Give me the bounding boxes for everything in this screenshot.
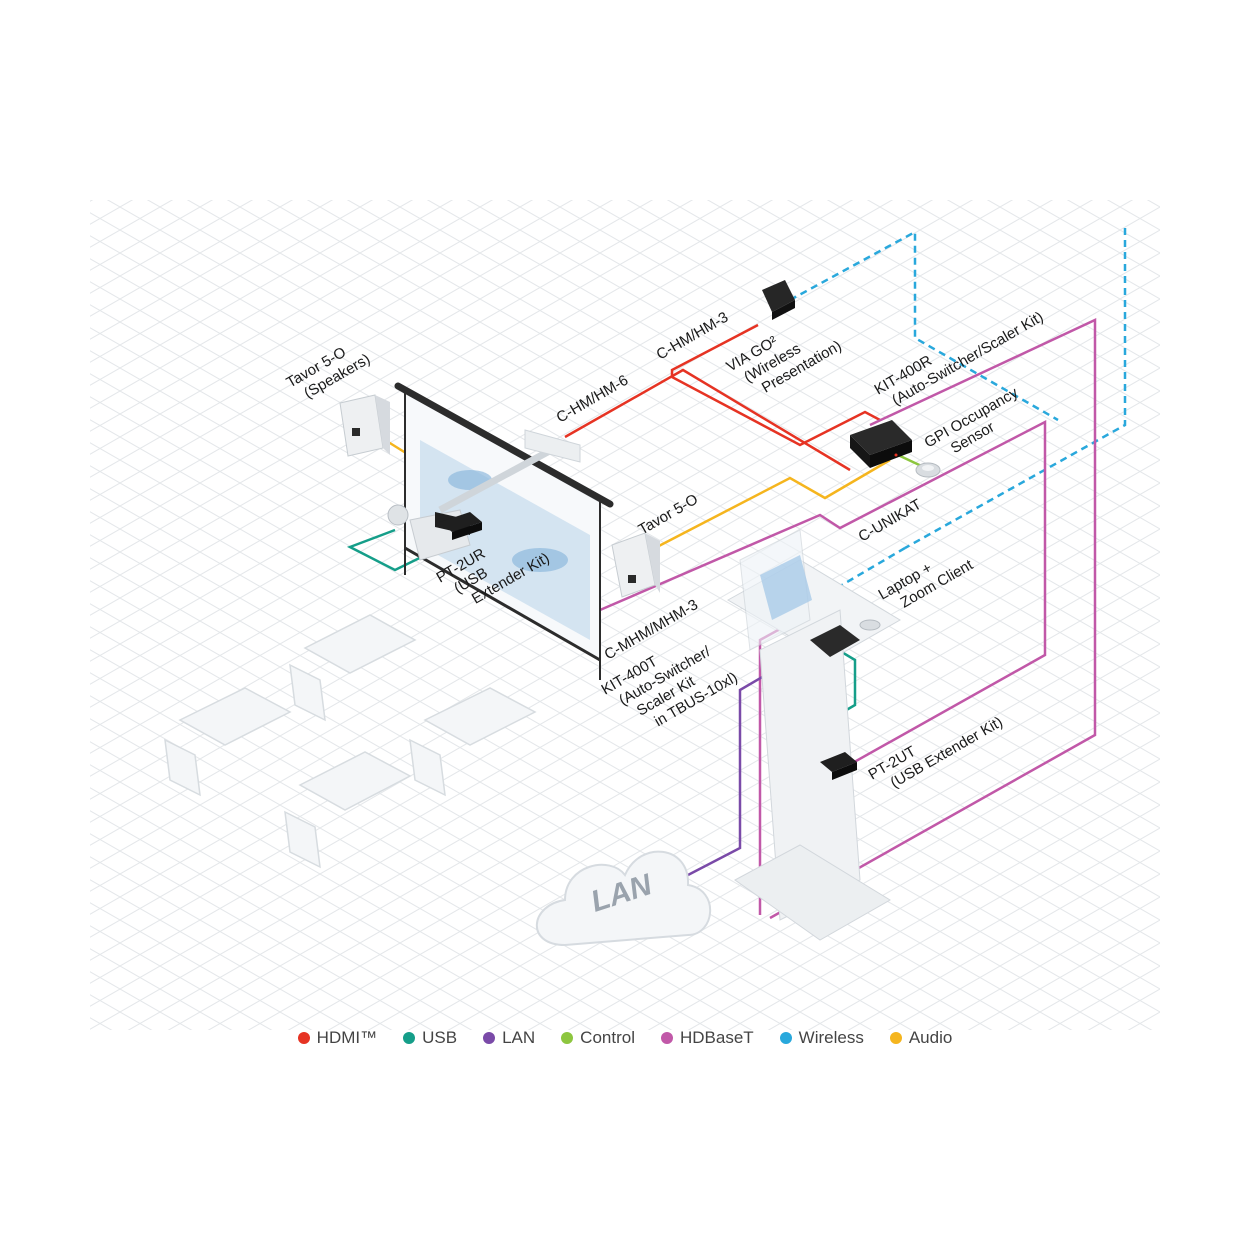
via-go-device bbox=[762, 280, 795, 320]
legend-dot bbox=[483, 1032, 496, 1044]
lectern bbox=[726, 529, 901, 941]
hdmi-via-to-kit bbox=[671, 375, 881, 447]
speaker-left bbox=[339, 394, 390, 457]
legend-item-wireless: Wireless bbox=[779, 1026, 864, 1050]
legend-label: HDBaseT bbox=[679, 1028, 754, 1047]
legend-dot bbox=[297, 1032, 310, 1044]
legend-item-control: Control bbox=[561, 1026, 635, 1050]
legend-label: Audio bbox=[908, 1028, 953, 1047]
legend-label: LAN bbox=[502, 1028, 536, 1047]
legend-label: Wireless bbox=[798, 1028, 864, 1047]
lan-cloud: LAN bbox=[535, 850, 712, 947]
kit-400r-device bbox=[850, 420, 912, 468]
legend-label: USB bbox=[422, 1028, 458, 1047]
legend-item-hdmi: HDMI™ bbox=[297, 1026, 378, 1050]
wireless-link-laptop bbox=[829, 546, 906, 594]
audio-speaker-right bbox=[654, 458, 891, 550]
legend-item-usb: USB bbox=[403, 1026, 457, 1050]
speaker-right bbox=[611, 532, 660, 598]
legend-dot bbox=[561, 1032, 574, 1044]
wireless-link-kit bbox=[904, 228, 1127, 550]
legend-dot bbox=[889, 1032, 902, 1044]
wireless-link-via bbox=[789, 229, 1059, 422]
gpi-sensor-device bbox=[915, 462, 941, 478]
hdmi-c-hm-6 bbox=[564, 368, 851, 472]
legend-label: HDMI™ bbox=[316, 1028, 378, 1047]
legend-dot bbox=[660, 1032, 673, 1044]
legend: HDMI™ USB LAN Control HDBaseT Wireless A… bbox=[0, 1026, 1250, 1050]
classroom-furniture bbox=[164, 614, 537, 869]
legend-item-hdbaset: HDBaseT bbox=[660, 1026, 754, 1050]
pt-2ut-device bbox=[820, 752, 857, 780]
legend-item-audio: Audio bbox=[889, 1026, 953, 1050]
legend-item-lan: LAN bbox=[483, 1026, 535, 1050]
usb-camera bbox=[346, 528, 441, 572]
legend-dot bbox=[403, 1032, 416, 1044]
pt-2ur-device bbox=[440, 512, 482, 540]
hdbaset-kit-to-pt bbox=[769, 318, 1097, 920]
legend-dot bbox=[779, 1032, 792, 1044]
legend-label: Control bbox=[580, 1028, 635, 1047]
hdmi-c-hm-3 bbox=[670, 323, 759, 377]
